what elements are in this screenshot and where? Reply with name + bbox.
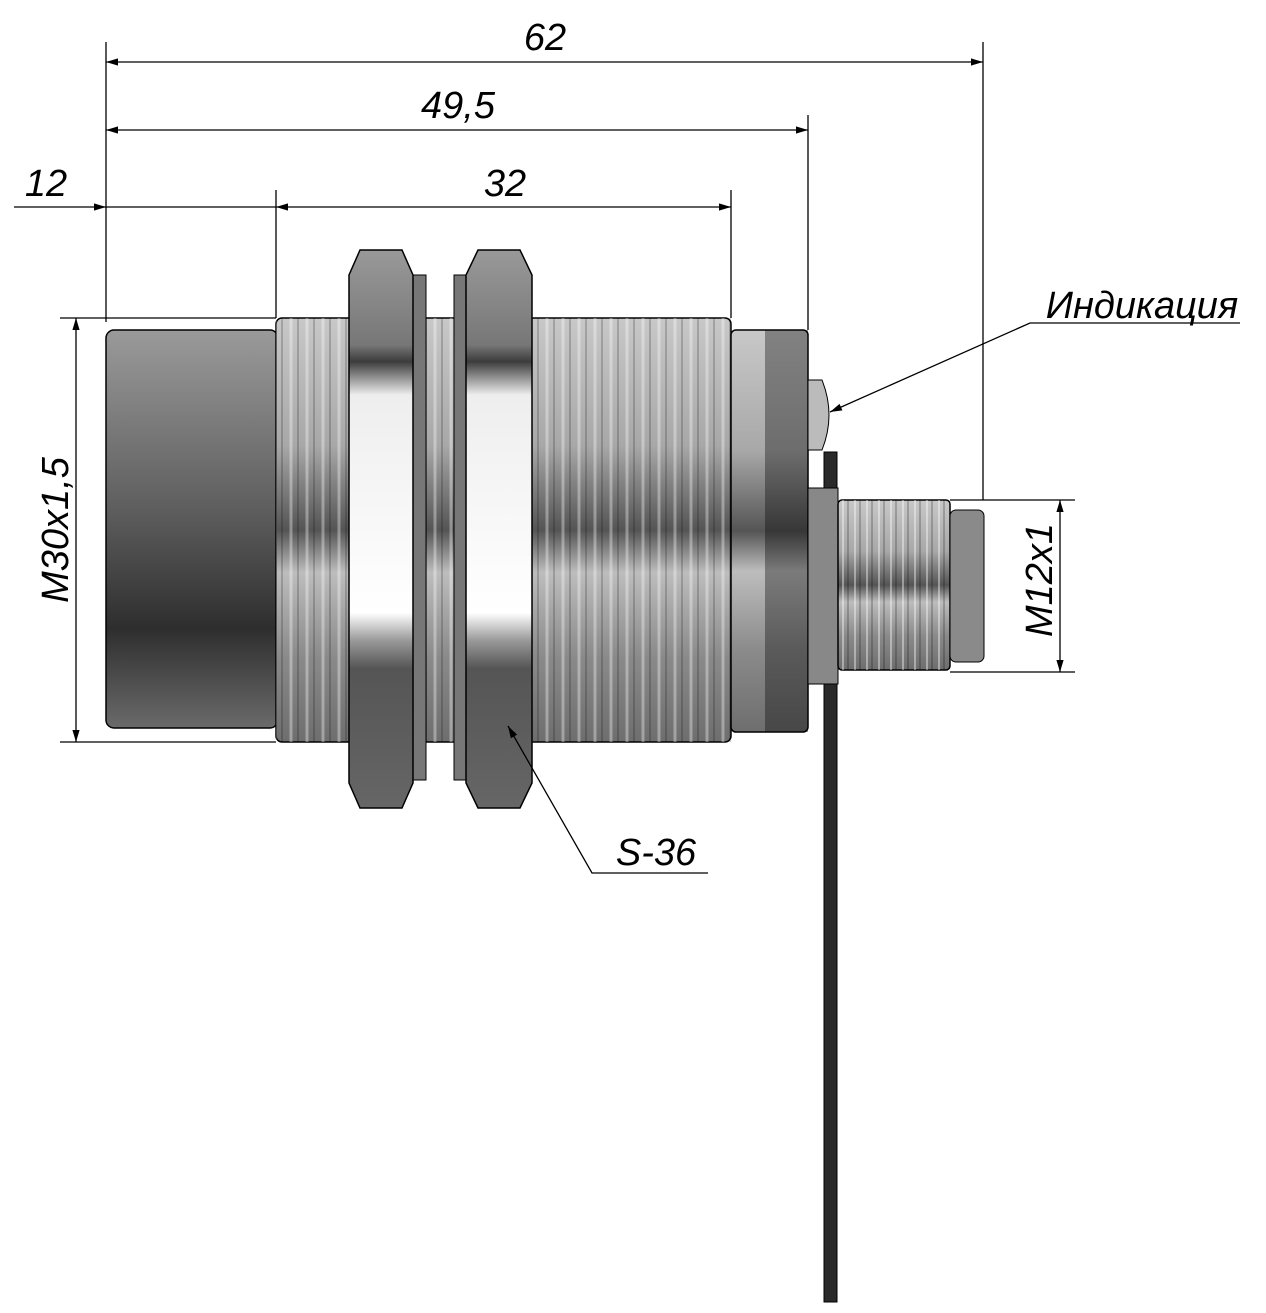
- indicator-led: [807, 379, 830, 451]
- nut-left: [348, 249, 414, 809]
- dim-face-length: 12: [25, 163, 67, 205]
- sensor-face: [105, 329, 279, 729]
- connector-m12: [837, 499, 985, 671]
- dimension-lines: [14, 58, 1240, 874]
- dim-length-to-flange: 49,5: [421, 85, 496, 127]
- nut-right: [465, 249, 533, 809]
- dim-overall-length: 62: [524, 17, 566, 59]
- lock-washers: [411, 274, 469, 781]
- dim-thread-length: 32: [484, 163, 526, 205]
- callout-indicator: Индикация: [1046, 285, 1238, 327]
- dim-body-thread: M30x1,5: [35, 456, 77, 603]
- extension-lines: [60, 42, 1075, 743]
- dim-connector-thread: M12x1: [1019, 523, 1061, 637]
- callout-nut-size: S-36: [616, 832, 697, 874]
